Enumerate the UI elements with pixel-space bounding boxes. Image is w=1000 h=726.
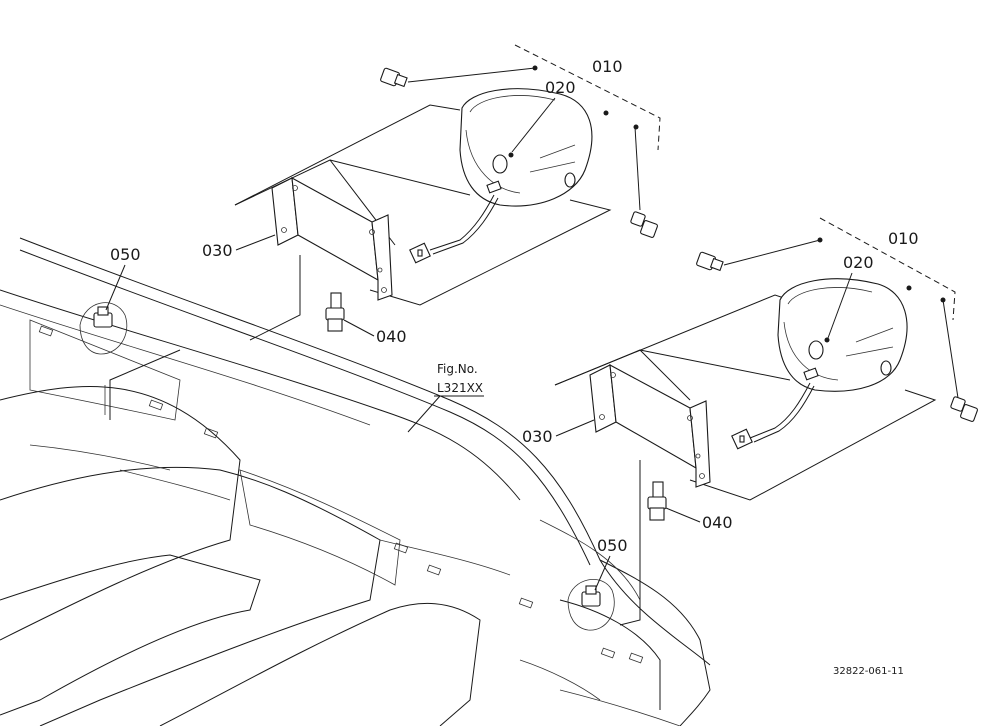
bolt-040-right [647, 481, 667, 521]
mounting-bolt-left-b [630, 211, 658, 238]
fig-ref-line2: L321XX [437, 381, 483, 395]
label-030-right: 030 [522, 427, 553, 446]
lamp-bracket-right [589, 364, 711, 488]
nut-050-right [567, 579, 615, 631]
drawing-number: 32822-061-11 [833, 666, 904, 677]
work-lamp-left [409, 88, 593, 264]
label-020-right: 020 [843, 253, 874, 272]
label-040-left: 040 [376, 327, 407, 346]
mounting-bolt-left-a [380, 67, 408, 88]
figure-reference: Fig.No. L321XX [407, 362, 484, 433]
bolt-040-left [325, 292, 345, 332]
mounting-bolt-right-a [696, 251, 724, 272]
label-050-left: 050 [110, 245, 141, 264]
lamp-bracket-left [271, 177, 393, 301]
label-050-right: 050 [597, 536, 628, 555]
nut-050-left [79, 302, 128, 355]
label-030-left: 030 [202, 241, 233, 260]
left-lamp-assembly: 010 020 030 040 050 [79, 44, 661, 420]
label-010-left: 010 [592, 57, 623, 76]
mounting-bolt-right-b [950, 396, 978, 422]
fig-ref-line1: Fig.No. [437, 362, 478, 376]
label-020-left: 020 [545, 78, 576, 97]
label-040-right: 040 [702, 513, 733, 532]
work-lamp-right [731, 278, 908, 450]
right-lamp-assembly: 010 020 030 040 050 [522, 217, 978, 631]
label-010-right: 010 [888, 229, 919, 248]
